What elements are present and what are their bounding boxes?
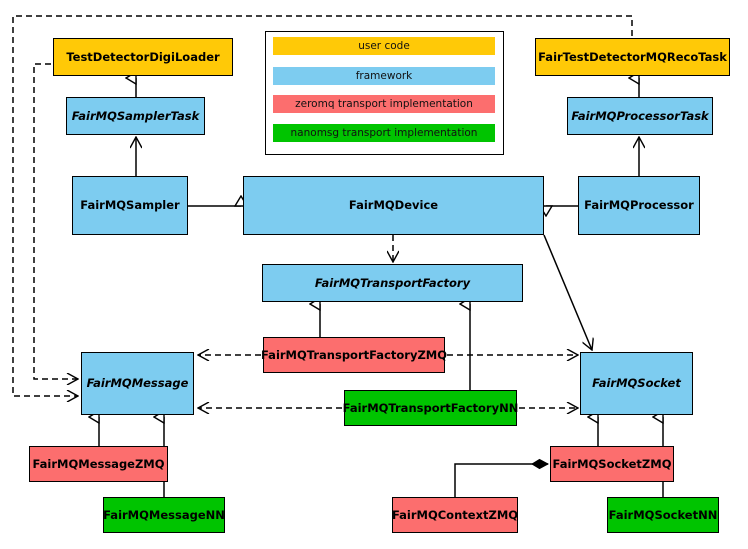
legend-item-zeromq: zeromq transport implementation — [273, 95, 495, 113]
class-label-fairmqtransportfactoryzmq: FairMQTransportFactoryZMQ — [261, 347, 448, 362]
edge-digiloader-message — [33, 63, 78, 379]
edge-device-socket — [543, 234, 592, 350]
class-node-fairmqprocessortask[interactable]: FairMQProcessorTask — [567, 97, 713, 135]
class-node-fairmqsocketzmq[interactable]: FairMQSocketZMQ — [550, 446, 674, 482]
legend-item-framework: framework — [273, 67, 495, 85]
edge-recotask-message — [12, 15, 633, 396]
class-label-fairmqsocketzmq: FairMQSocketZMQ — [552, 456, 672, 471]
class-node-fairtestdetectormqrecotask[interactable]: FairTestDetectorMQRecoTask — [535, 38, 730, 76]
legend-label-framework: framework — [355, 70, 413, 82]
legend-label-user-code: user code — [358, 40, 410, 52]
class-label-fairmqmessagenn: FairMQMessageNN — [103, 507, 225, 522]
class-node-fairmqmessagenn[interactable]: FairMQMessageNN — [103, 497, 225, 533]
legend-label-zeromq: zeromq transport implementation — [295, 98, 473, 110]
class-node-fairmqmessagezmq[interactable]: FairMQMessageZMQ — [29, 446, 168, 482]
class-node-fairmqtransportfactory[interactable]: FairMQTransportFactory — [262, 264, 523, 302]
class-label-fairmqsampler: FairMQSampler — [80, 198, 180, 213]
class-label-fairmqsamplertask: FairMQSamplerTask — [71, 108, 200, 123]
class-label-fairmqtransportfactory: FairMQTransportFactory — [314, 275, 471, 290]
class-label-fairmqmessage: FairMQMessage — [86, 376, 189, 391]
class-label-fairmqcontextzmq: FairMQContextZMQ — [391, 507, 519, 522]
class-node-testdetectordigiloader[interactable]: TestDetectorDigiLoader — [53, 38, 233, 76]
class-node-fairmqsamplertask[interactable]: FairMQSamplerTask — [66, 97, 205, 135]
class-label-fairmqmessagezmq: FairMQMessageZMQ — [32, 456, 165, 471]
legend-item-nanomsg: nanomsg transport implementation — [273, 124, 495, 142]
class-label-fairmqdevice: FairMQDevice — [348, 198, 439, 213]
class-label-fairmqtransportfactorynn: FairMQTransportFactoryNN — [342, 400, 519, 415]
class-label-fairmqprocessortask: FairMQProcessorTask — [571, 108, 709, 123]
class-node-fairmqprocessor[interactable]: FairMQProcessor — [578, 176, 700, 235]
class-node-fairmqdevice[interactable]: FairMQDevice — [243, 176, 544, 235]
legend-label-nanomsg: nanomsg transport implementation — [290, 127, 478, 139]
class-node-fairmqmessage[interactable]: FairMQMessage — [81, 352, 194, 415]
class-node-fairmqtransportfactorynn[interactable]: FairMQTransportFactoryNN — [343, 390, 518, 426]
class-node-fairmqsocketnn[interactable]: FairMQSocketNN — [607, 497, 719, 533]
class-label-fairmqprocessor: FairMQProcessor — [584, 198, 694, 213]
class-node-fairmqtransportfactoryzmq[interactable]: FairMQTransportFactoryZMQ — [261, 337, 447, 373]
legend-item-user-code: user code — [273, 37, 495, 55]
class-label-fairtestdetectormqrecotask: FairTestDetectorMQRecoTask — [538, 49, 727, 64]
class-label-fairmqsocket: FairMQSocket — [592, 376, 681, 391]
class-node-fairmqsocket[interactable]: FairMQSocket — [580, 352, 693, 415]
class-label-fairmqsocketnn: FairMQSocketNN — [608, 507, 718, 522]
class-label-testdetectordigiloader: TestDetectorDigiLoader — [66, 49, 220, 64]
class-node-fairmqcontextzmq[interactable]: FairMQContextZMQ — [392, 497, 518, 533]
class-node-fairmqsampler[interactable]: FairMQSampler — [72, 176, 188, 235]
